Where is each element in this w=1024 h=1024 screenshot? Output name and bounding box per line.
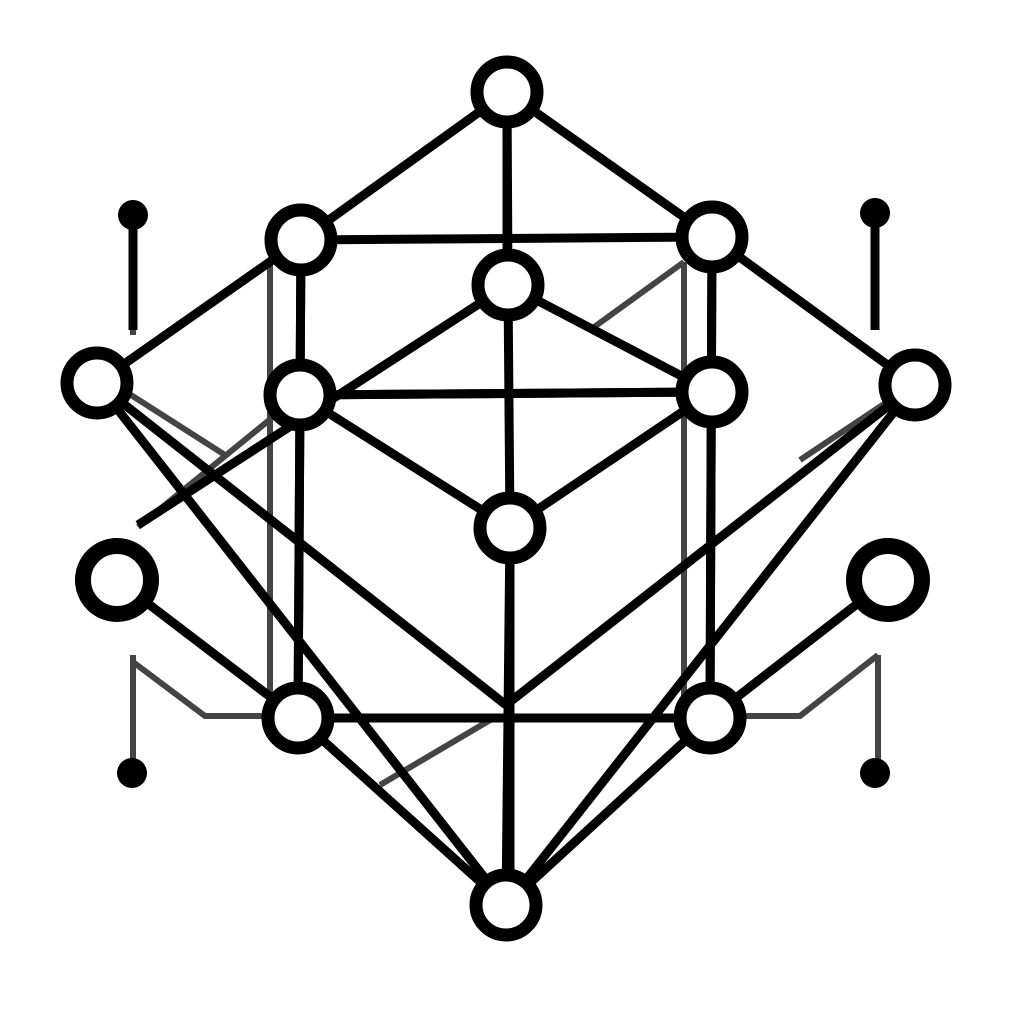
node-side-right [846, 538, 930, 622]
secondary-trace-9 [740, 652, 880, 719]
node-middle-left [263, 358, 337, 432]
terminal-dot-terminal-bottom-left [117, 758, 147, 788]
secondary-trace-4 [588, 259, 686, 333]
node-middle-right [675, 355, 749, 429]
node-lower-left [261, 681, 335, 755]
edge-extra-5 [293, 239, 306, 719]
edge-middle-left-to-center [297, 391, 513, 532]
edge-top-to-upper-right [504, 88, 715, 241]
secondary-trace-8 [131, 659, 272, 719]
secondary-trace-5 [118, 385, 227, 458]
edge-inner-top-to-center [503, 284, 515, 529]
node-center [473, 491, 547, 565]
edge-lower-right-to-bottom [502, 714, 714, 909]
edge-inner-top-to-middle-right [505, 281, 715, 396]
terminal-dot-terminal-top-right [860, 198, 890, 228]
node-lower-right [673, 681, 747, 755]
node-top [470, 55, 544, 129]
edge-extra-7 [299, 387, 713, 400]
terminal-dot-terminal-bottom-right [860, 758, 890, 788]
node-far-right [878, 348, 952, 422]
edge-extra-6 [705, 236, 717, 719]
terminal-dot-terminal-top-left [118, 200, 148, 230]
secondary-trace-6 [798, 397, 892, 463]
edge-top-to-upper-left [298, 88, 510, 244]
nodes [60, 55, 952, 942]
node-upper-right [675, 200, 749, 274]
edge-upper-right-to-far-right [709, 233, 918, 389]
node-inner-top [471, 248, 545, 322]
secondary-trace-11 [378, 713, 499, 788]
edge-lower-left-to-bottom [294, 714, 510, 909]
edge-middle-right-to-center [507, 388, 715, 532]
node-bottom [469, 868, 543, 942]
node-side-left [75, 538, 159, 622]
node-upper-left [264, 203, 338, 277]
node-far-left [60, 346, 134, 420]
edge-upper-left-to-far-left [94, 236, 304, 387]
